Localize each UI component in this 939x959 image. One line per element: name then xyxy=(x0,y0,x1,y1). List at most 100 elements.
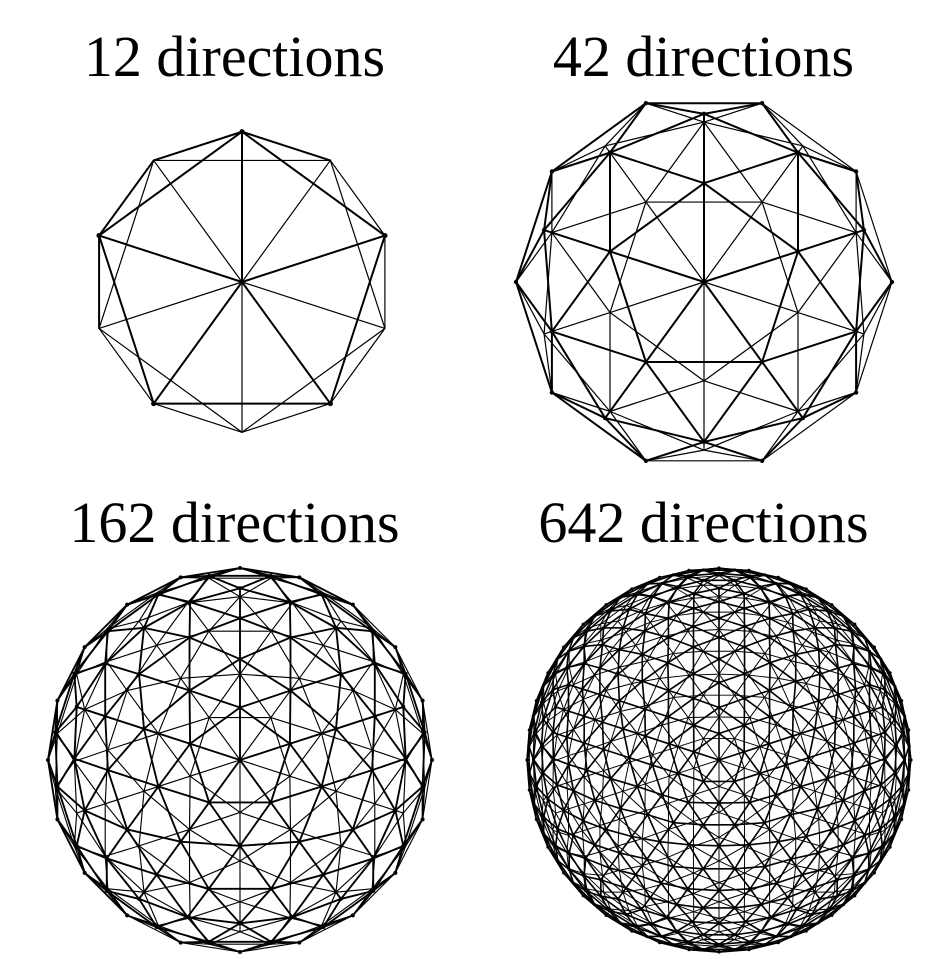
wireframe-edge xyxy=(718,724,746,735)
wireframe-edge xyxy=(893,702,903,734)
wireframe-edge xyxy=(702,889,720,909)
wireframe-edge xyxy=(98,281,243,330)
direction-vertex xyxy=(686,800,690,805)
wireframe-edge xyxy=(672,696,689,719)
direction-vertex xyxy=(830,603,834,607)
wireframe-edge xyxy=(586,769,612,780)
wireframe-edge xyxy=(321,891,337,927)
wireframe-edge xyxy=(550,391,607,420)
wireframe-edge xyxy=(903,716,910,731)
wireframe-edge xyxy=(56,708,86,735)
wireframe-edge xyxy=(761,145,804,203)
wireframe-edge xyxy=(743,742,770,753)
direction-vertex xyxy=(206,939,211,944)
wireframe-edge xyxy=(795,865,820,871)
wireframe-edge xyxy=(581,803,585,832)
direction-vertex xyxy=(598,666,602,670)
wireframe-edge xyxy=(352,872,396,916)
wireframe-edge xyxy=(691,920,705,936)
wireframe-edge xyxy=(601,869,620,876)
wireframe-edge xyxy=(565,650,570,669)
wireframe-edge xyxy=(718,845,736,870)
wireframe-edge xyxy=(156,592,189,604)
wireframe-edge xyxy=(617,898,643,911)
wireframe-edge xyxy=(540,744,555,760)
direction-vertex xyxy=(593,614,597,618)
wireframe-edge xyxy=(692,697,720,709)
direction-vertex xyxy=(795,249,801,254)
direction-vertex xyxy=(902,757,907,762)
direction-vertex xyxy=(422,730,427,735)
direction-vertex xyxy=(852,662,856,666)
wireframe-edge xyxy=(555,808,569,814)
wireframe-edge xyxy=(667,625,695,639)
wireframe-edge xyxy=(289,881,292,919)
direction-vertex xyxy=(137,896,142,901)
wireframe-edge xyxy=(619,704,649,712)
wireframe-edge xyxy=(881,688,886,708)
direction-vertex xyxy=(853,169,859,174)
wireframe-edge xyxy=(692,751,720,761)
direction-vertex xyxy=(810,886,814,890)
wireframe-edge xyxy=(394,708,424,735)
wireframe-edge xyxy=(718,780,736,804)
wireframe-edge xyxy=(795,610,813,633)
wireframe-edge xyxy=(138,790,145,847)
wireframe-edge xyxy=(851,661,866,686)
wireframe-edge xyxy=(784,905,794,924)
direction-vertex xyxy=(732,568,737,572)
wireframe-edge xyxy=(692,584,704,599)
wireframe-edge xyxy=(645,102,705,123)
wireframe-edge xyxy=(836,857,854,881)
wireframe-edge xyxy=(863,789,876,812)
wireframe-edges xyxy=(526,567,912,953)
wireframe-edge xyxy=(666,602,678,617)
wireframe-edge xyxy=(667,646,695,664)
wireframe-edge xyxy=(552,683,570,691)
wireframe-edge xyxy=(582,895,596,905)
wireframe-edge xyxy=(562,809,585,822)
wireframe-edge xyxy=(98,234,243,283)
wireframe-edge xyxy=(610,740,630,763)
wireframe-edge xyxy=(879,673,883,692)
wireframe-edge xyxy=(693,811,720,823)
wireframe-edge xyxy=(207,940,241,953)
wireframe-edge xyxy=(692,625,720,639)
direction-vertex xyxy=(187,635,192,640)
wireframe-edge xyxy=(551,201,647,234)
wireframe-edge xyxy=(903,716,910,748)
wireframe-edge xyxy=(373,715,407,760)
wireframe-edge xyxy=(819,667,839,675)
wireframe-edge xyxy=(734,611,751,632)
wireframe-edge xyxy=(566,782,585,805)
wireframe-edge xyxy=(583,742,588,771)
direction-vertex xyxy=(527,728,531,732)
wireframe-edge xyxy=(542,688,554,721)
wireframe-edge xyxy=(143,626,191,639)
wireframe-edge xyxy=(270,716,323,735)
wireframe-edge xyxy=(691,920,720,925)
wireframe-edge xyxy=(802,145,857,173)
wireframe-edge xyxy=(619,666,633,684)
direction-vertex xyxy=(648,896,652,900)
wireframe-edge xyxy=(608,631,627,653)
wireframe-edge xyxy=(542,771,558,786)
wireframe-edge xyxy=(584,844,596,860)
wireframe-edge xyxy=(641,595,651,612)
wireframe-edge xyxy=(586,888,612,910)
wireframe-edge xyxy=(270,602,294,632)
wireframe-edge xyxy=(535,702,545,734)
direction-vertex xyxy=(72,756,77,761)
wireframe-edge xyxy=(291,592,324,604)
wireframe-edge xyxy=(634,873,652,899)
wireframe-edge xyxy=(675,903,705,909)
wireframe-edge xyxy=(152,281,243,405)
wireframe-edge xyxy=(586,749,605,772)
wireframe-edge xyxy=(748,674,766,698)
direction-vertex xyxy=(527,788,531,792)
wireframe-edge xyxy=(660,865,674,884)
direction-vertex xyxy=(549,329,555,334)
direction-vertex xyxy=(667,600,671,604)
direction-vertex xyxy=(883,757,887,761)
wireframe-edge xyxy=(644,689,670,710)
